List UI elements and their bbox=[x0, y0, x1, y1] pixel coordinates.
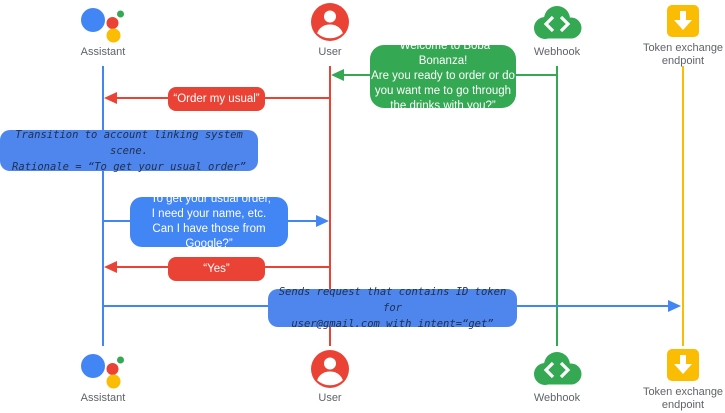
user-icon bbox=[311, 3, 349, 41]
yes-message-box: “Yes” bbox=[168, 257, 265, 281]
token-endpoint-label: Token exchange endpoint bbox=[642, 386, 724, 411]
yes-arrowhead-icon bbox=[104, 261, 117, 273]
message-line: I need your name, etc. bbox=[151, 208, 267, 220]
welcome-message-box: “Welcome to Boba Bonanza! Are you ready … bbox=[370, 40, 516, 112]
transition-note-box: Transition to account linking system sce… bbox=[0, 128, 258, 173]
message-line: Can I have those from Google?” bbox=[152, 223, 266, 250]
message-line: you want me to go through bbox=[374, 85, 512, 97]
webhook-cloud-icon bbox=[534, 6, 582, 39]
user-label: User bbox=[318, 46, 342, 58]
token-endpoint-label: Token exchange endpoint bbox=[642, 42, 724, 67]
webhook-lifeline bbox=[556, 66, 558, 346]
order-message-box: “Order my usual” bbox=[168, 87, 265, 111]
token-endpoint-lifeline bbox=[682, 66, 684, 346]
user-lifeline bbox=[329, 66, 331, 346]
assistant-label: Assistant bbox=[80, 392, 126, 404]
note-line: Rationale = “To get your usual order” bbox=[12, 160, 246, 173]
user-icon bbox=[311, 350, 349, 388]
order-arrowhead-icon bbox=[104, 92, 117, 104]
webhook-label: Webhook bbox=[533, 46, 581, 58]
webhook-label: Webhook bbox=[533, 392, 581, 404]
message-line: “To get your usual order, bbox=[146, 193, 271, 205]
sends-arrowhead-icon bbox=[668, 300, 681, 312]
message-line: the drinks with you?” bbox=[390, 100, 496, 112]
note-line: Transition to account linking system sce… bbox=[15, 128, 243, 157]
ask-arrowhead-icon bbox=[316, 215, 329, 227]
ask-message-box: “To get your usual order, I need your na… bbox=[130, 193, 288, 250]
message-line: Are you ready to order or do bbox=[371, 70, 515, 82]
assistant-lifeline bbox=[102, 66, 104, 346]
message-line: “Welcome to Boba Bonanza! bbox=[395, 40, 491, 67]
google-assistant-icon bbox=[81, 354, 124, 389]
user-label: User bbox=[318, 392, 342, 404]
token-endpoint-icon bbox=[667, 349, 699, 381]
webhook-cloud-icon bbox=[534, 352, 582, 385]
message-line: “Yes” bbox=[203, 263, 230, 275]
assistant-label: Assistant bbox=[80, 46, 126, 58]
token-endpoint-icon bbox=[667, 5, 699, 37]
google-assistant-icon bbox=[81, 8, 124, 43]
note-line: Sends request that contains ID token for bbox=[278, 286, 507, 314]
note-line: user@gmail.com with intent=“get” bbox=[291, 318, 494, 330]
sends-request-note-box: Sends request that contains ID token for… bbox=[268, 286, 517, 330]
welcome-arrowhead-icon bbox=[331, 69, 344, 81]
message-line: “Order my usual” bbox=[173, 93, 260, 105]
